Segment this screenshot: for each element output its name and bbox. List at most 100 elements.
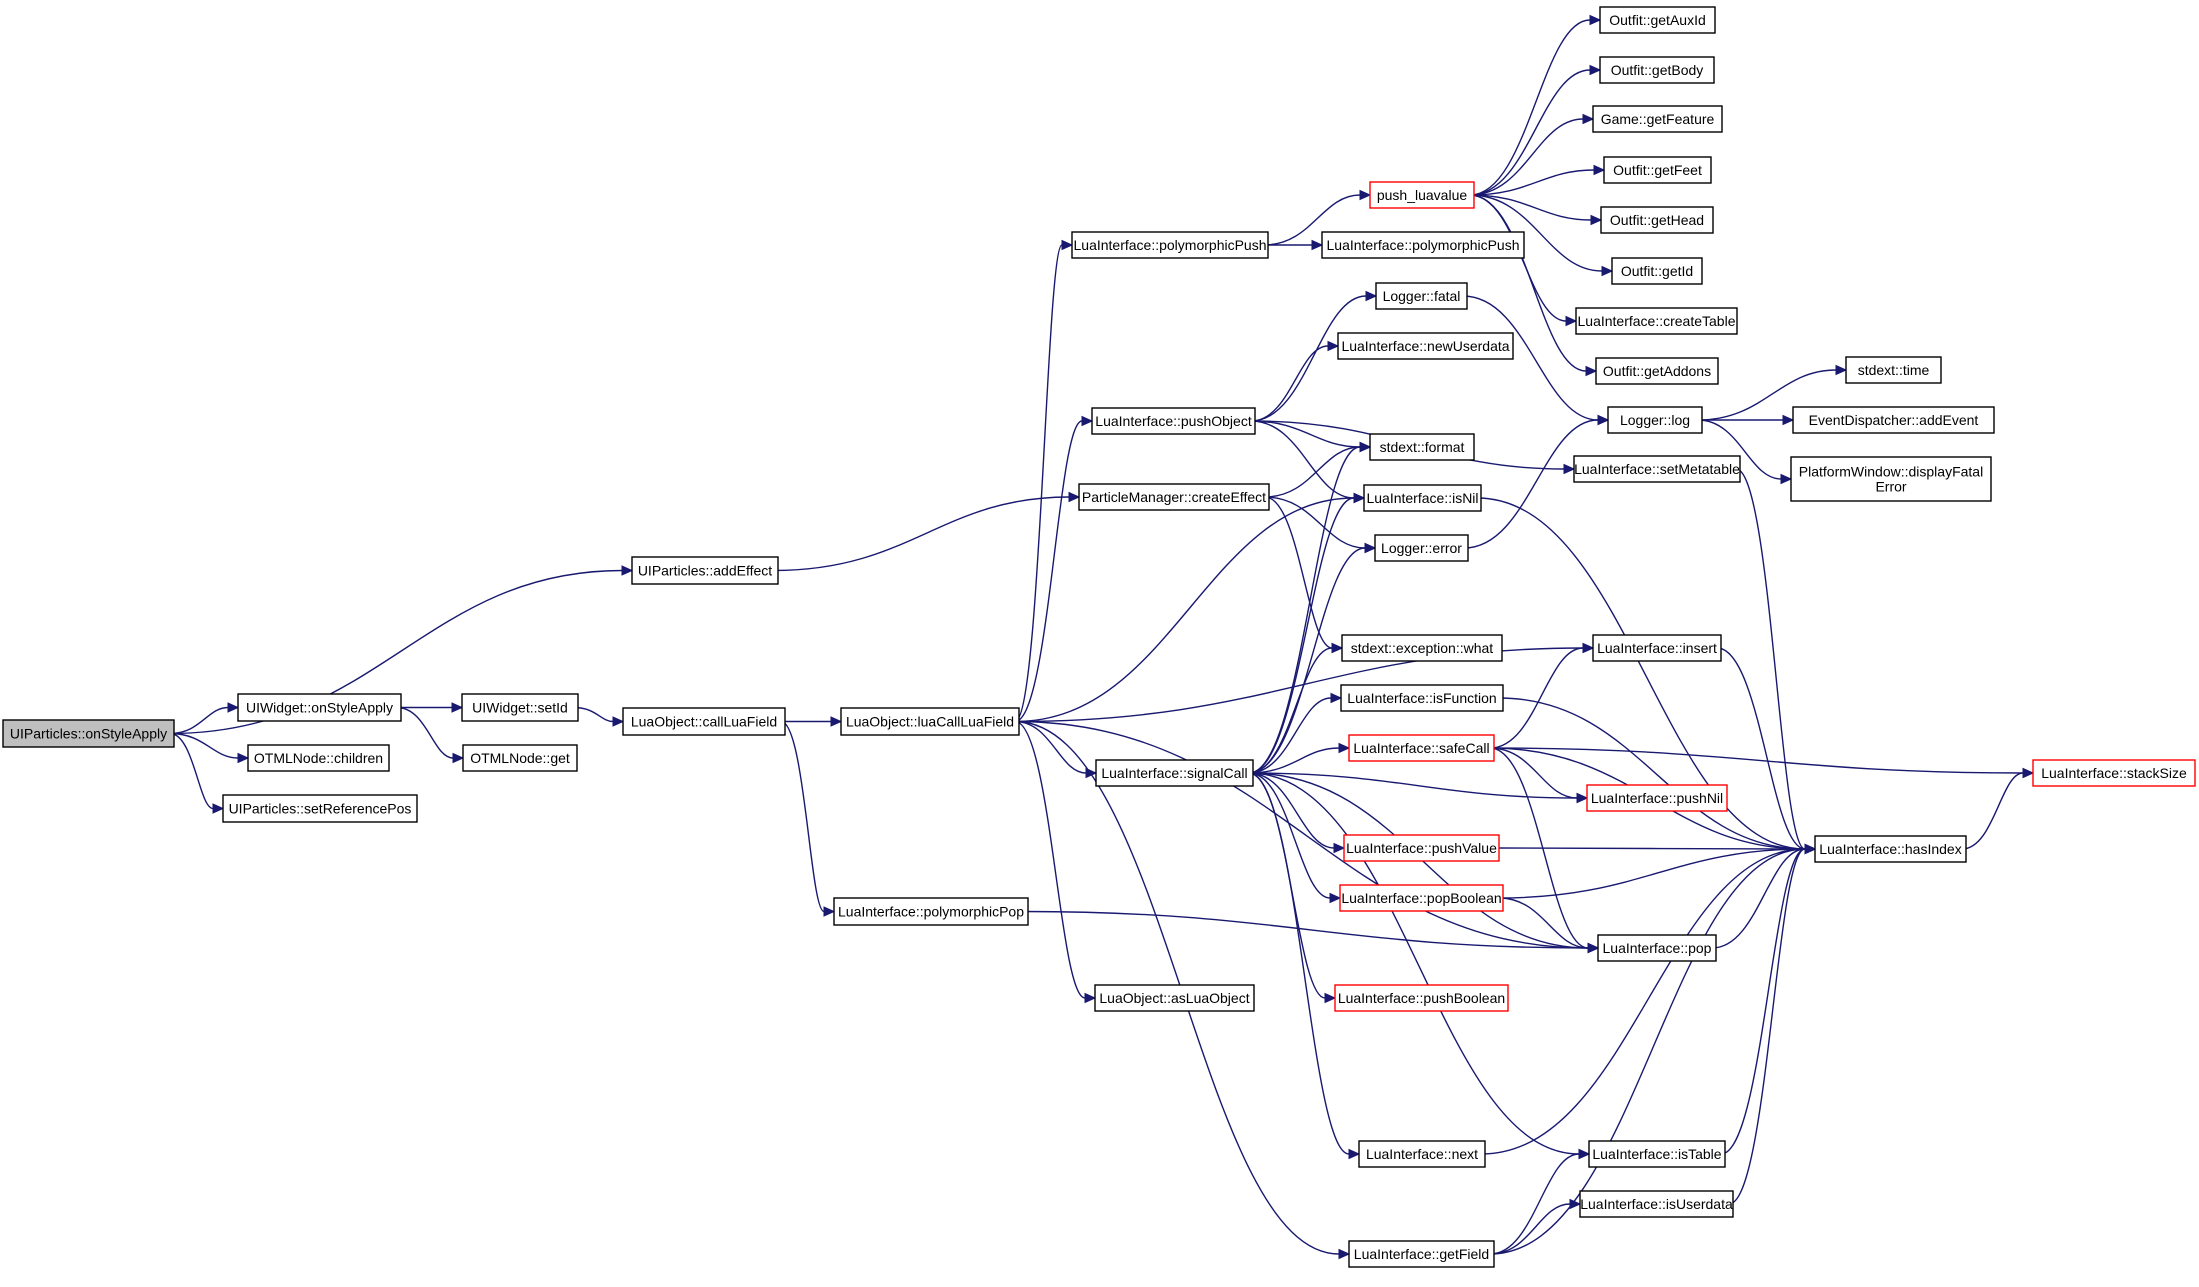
node-box-addEvent[interactable]: [1792, 406, 1995, 434]
node-getAddons[interactable]: Outfit::getAddons: [1595, 357, 1719, 385]
node-box-pushObject[interactable]: [1091, 407, 1256, 435]
node-box-asLuaObject[interactable]: [1094, 984, 1255, 1012]
node-box-format[interactable]: [1369, 433, 1475, 461]
node-box-fatal[interactable]: [1375, 282, 1468, 310]
node-polyPop[interactable]: LuaInterface::polymorphicPop: [833, 897, 1029, 926]
node-box-createTable[interactable]: [1575, 307, 1738, 335]
node-isUserdata[interactable]: LuaInterface::isUserdata: [1579, 1190, 1734, 1218]
node-box-getBody[interactable]: [1599, 56, 1715, 84]
node-createEffect[interactable]: ParticleManager::createEffect: [1078, 483, 1270, 511]
node-box-getAuxId[interactable]: [1599, 6, 1716, 34]
node-box-callLuaField[interactable]: [622, 707, 786, 736]
node-box-luaCallLuaField[interactable]: [840, 707, 1020, 736]
node-box-createEffect[interactable]: [1078, 483, 1270, 511]
node-pushValue[interactable]: LuaInterface::pushValue: [1343, 834, 1500, 862]
node-getBody[interactable]: Outfit::getBody: [1599, 56, 1715, 84]
node-box-getAddons[interactable]: [1595, 357, 1719, 385]
node-getAuxId[interactable]: Outfit::getAuxId: [1599, 6, 1716, 34]
node-isNil[interactable]: LuaInterface::isNil: [1363, 484, 1482, 512]
node-setId[interactable]: UIWidget::setId: [461, 693, 579, 722]
node-box-logError[interactable]: [1374, 534, 1469, 562]
node-wOnStyleApply[interactable]: UIWidget::onStyleApply: [237, 693, 402, 722]
node-box-addEffect[interactable]: [631, 556, 779, 585]
node-popBoolean[interactable]: LuaInterface::popBoolean: [1339, 884, 1504, 912]
node-asLuaObject[interactable]: LuaObject::asLuaObject: [1094, 984, 1255, 1012]
node-insert[interactable]: LuaInterface::insert: [1592, 634, 1722, 662]
node-box-root[interactable]: [2, 719, 175, 748]
node-box-what[interactable]: [1341, 634, 1503, 662]
node-fatal[interactable]: Logger::fatal: [1375, 282, 1468, 310]
node-format[interactable]: stdext::format: [1369, 433, 1475, 461]
node-box-setMetatable[interactable]: [1573, 455, 1741, 483]
node-box-isTable[interactable]: [1588, 1140, 1726, 1168]
node-callLuaField[interactable]: LuaObject::callLuaField: [622, 707, 786, 736]
node-box-setId[interactable]: [461, 693, 579, 722]
node-box-getFeature[interactable]: [1592, 105, 1723, 133]
node-logError[interactable]: Logger::error: [1374, 534, 1469, 562]
node-box-wOnStyleApply[interactable]: [237, 693, 402, 722]
node-box-polyPush2[interactable]: [1321, 231, 1525, 259]
node-pushObject[interactable]: LuaInterface::pushObject: [1091, 407, 1256, 435]
node-box-getField[interactable]: [1348, 1240, 1495, 1268]
node-getFeature[interactable]: Game::getFeature: [1592, 105, 1723, 133]
node-box-getHead[interactable]: [1600, 206, 1714, 234]
node-isTable[interactable]: LuaInterface::isTable: [1588, 1140, 1726, 1168]
node-box-time[interactable]: [1845, 356, 1942, 384]
node-box-isFunction[interactable]: [1340, 684, 1504, 712]
node-otmlGet[interactable]: OTMLNode::get: [462, 744, 578, 772]
node-what[interactable]: stdext::exception::what: [1341, 634, 1503, 662]
node-getField[interactable]: LuaInterface::getField: [1348, 1240, 1495, 1268]
node-box-isUserdata[interactable]: [1579, 1190, 1734, 1218]
node-pushBoolean[interactable]: LuaInterface::pushBoolean: [1334, 984, 1509, 1012]
node-stackSize[interactable]: LuaInterface::stackSize: [2032, 759, 2196, 787]
node-box-isNil[interactable]: [1363, 484, 1482, 512]
node-polyPush1[interactable]: LuaInterface::polymorphicPush: [1071, 231, 1269, 259]
node-box-getFeet[interactable]: [1603, 156, 1712, 184]
node-box-polyPop[interactable]: [833, 897, 1029, 926]
node-box-newUserdata[interactable]: [1337, 332, 1514, 360]
node-setMetatable[interactable]: LuaInterface::setMetatable: [1573, 455, 1741, 483]
node-addEvent[interactable]: EventDispatcher::addEvent: [1792, 406, 1995, 434]
node-pushLuavalue[interactable]: push_luavalue: [1369, 181, 1475, 209]
node-setRefPos[interactable]: UIParticles::setReferencePos: [222, 794, 418, 823]
node-box-signalCall[interactable]: [1095, 759, 1254, 787]
node-createTable[interactable]: LuaInterface::createTable: [1575, 307, 1738, 335]
node-box-safeCall[interactable]: [1348, 734, 1495, 762]
node-box-polyPush1[interactable]: [1071, 231, 1269, 259]
node-box-pushNil[interactable]: [1586, 784, 1728, 812]
node-children[interactable]: OTMLNode::children: [247, 744, 390, 772]
node-getId[interactable]: Outfit::getId: [1611, 257, 1703, 285]
node-signalCall[interactable]: LuaInterface::signalCall: [1095, 759, 1254, 787]
node-box-pushBoolean[interactable]: [1334, 984, 1509, 1012]
node-pushNil[interactable]: LuaInterface::pushNil: [1586, 784, 1728, 812]
node-box-getId[interactable]: [1611, 257, 1703, 285]
node-box-log[interactable]: [1607, 406, 1703, 434]
node-box-pushLuavalue[interactable]: [1369, 181, 1475, 209]
node-box-pushValue[interactable]: [1343, 834, 1500, 862]
node-box-pop[interactable]: [1597, 934, 1717, 962]
node-box-next[interactable]: [1358, 1140, 1486, 1168]
node-hasIndex[interactable]: LuaInterface::hasIndex: [1814, 835, 1967, 863]
node-box-hasIndex[interactable]: [1814, 835, 1967, 863]
node-isFunction[interactable]: LuaInterface::isFunction: [1340, 684, 1504, 712]
node-time[interactable]: stdext::time: [1845, 356, 1942, 384]
node-box-insert[interactable]: [1592, 634, 1722, 662]
node-polyPush2[interactable]: LuaInterface::polymorphicPush: [1321, 231, 1525, 259]
node-next[interactable]: LuaInterface::next: [1358, 1140, 1486, 1168]
node-box-popBoolean[interactable]: [1339, 884, 1504, 912]
node-addEffect[interactable]: UIParticles::addEffect: [631, 556, 779, 585]
node-pop[interactable]: LuaInterface::pop: [1597, 934, 1717, 962]
node-log[interactable]: Logger::log: [1607, 406, 1703, 434]
node-luaCallLuaField[interactable]: LuaObject::luaCallLuaField: [840, 707, 1020, 736]
node-box-otmlGet[interactable]: [462, 744, 578, 772]
node-newUserdata[interactable]: LuaInterface::newUserdata: [1337, 332, 1514, 360]
node-box-displayFatal[interactable]: [1790, 456, 1992, 502]
node-box-setRefPos[interactable]: [222, 794, 418, 823]
node-root[interactable]: UIParticles::onStyleApply: [2, 719, 175, 748]
node-box-children[interactable]: [247, 744, 390, 772]
node-safeCall[interactable]: LuaInterface::safeCall: [1348, 734, 1495, 762]
node-box-stackSize[interactable]: [2032, 759, 2196, 787]
node-getHead[interactable]: Outfit::getHead: [1600, 206, 1714, 234]
node-getFeet[interactable]: Outfit::getFeet: [1603, 156, 1712, 184]
